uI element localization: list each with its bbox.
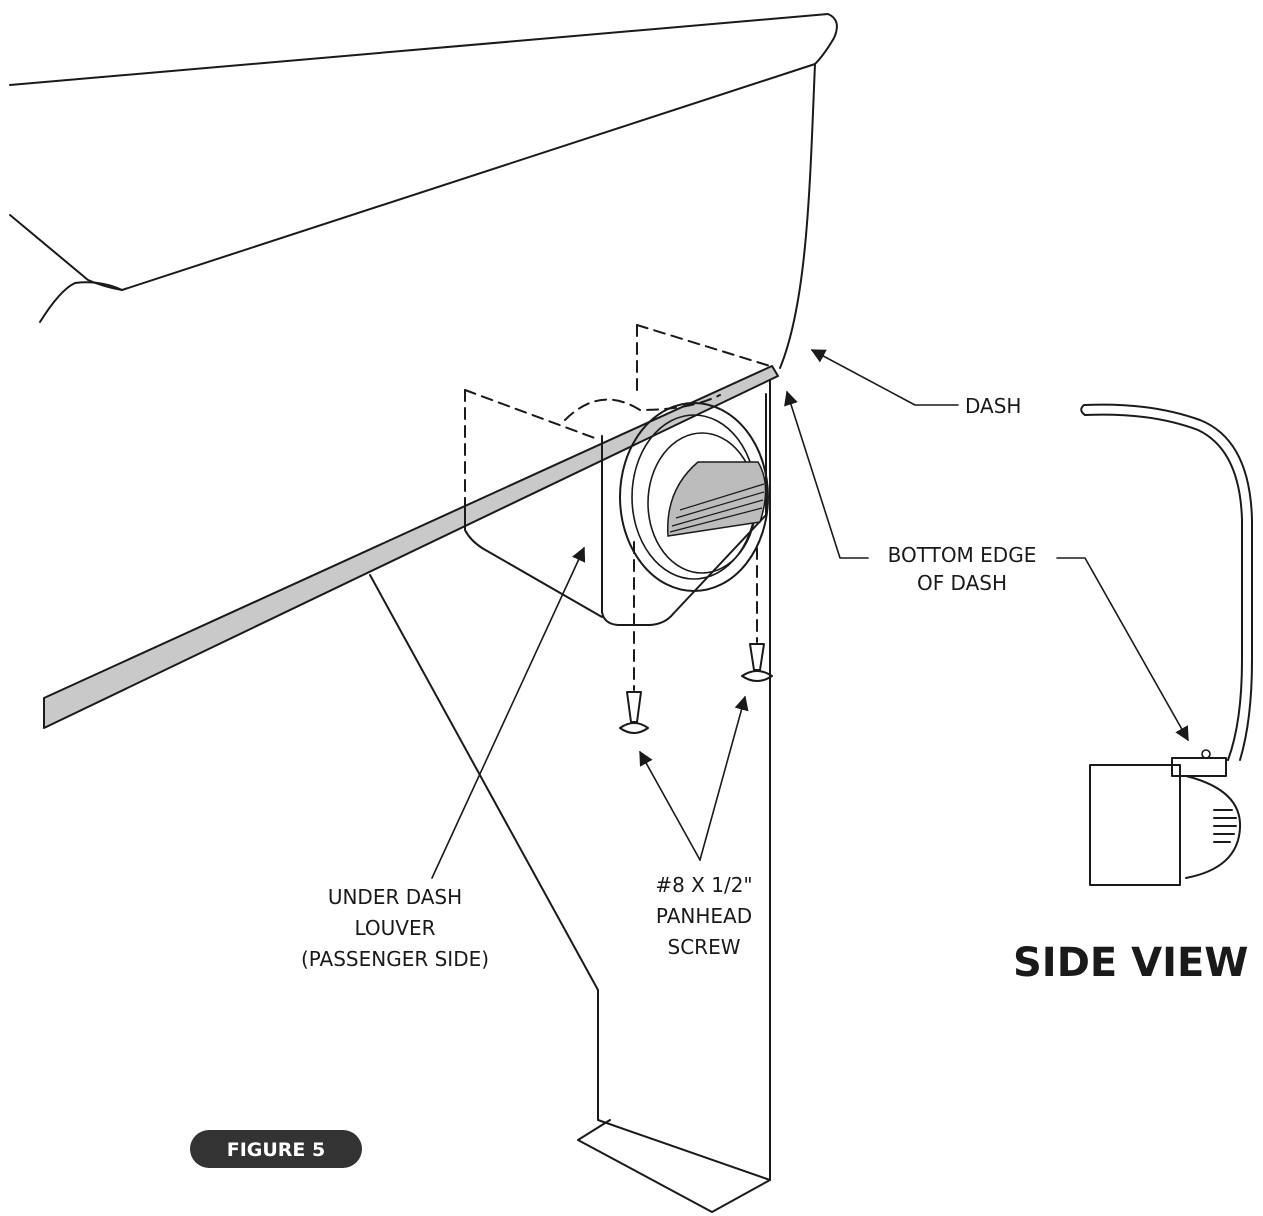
label-screw-line3: SCREW [668, 935, 741, 959]
leader-lines [431, 349, 1189, 879]
label-bottom-edge-line1: BOTTOM EDGE [888, 543, 1037, 567]
label-screw-line1: #8 X 1/2" [655, 873, 752, 897]
label-dash: DASH [965, 394, 1021, 418]
label-louver-line3: (PASSENGER SIDE) [301, 947, 489, 971]
label-louver-line1: UNDER DASH [328, 885, 462, 909]
kick-panel [369, 379, 771, 1213]
figure-label: FIGURE 5 [227, 1139, 326, 1161]
label-louver-line2: LOUVER [354, 916, 435, 940]
bottom-edge-strip [43, 365, 779, 729]
figure-badge: FIGURE 5 [190, 1130, 362, 1168]
label-screw-line2: PANHEAD [656, 904, 752, 928]
mounting-dashed-outline [464, 324, 771, 501]
screw-left [619, 541, 649, 734]
label-bottom-edge-line2: OF DASH [917, 571, 1007, 595]
side-view-title: SIDE VIEW [1013, 940, 1248, 986]
side-view-illustration [1080, 403, 1253, 886]
round-louver [619, 402, 769, 592]
dash-outline [9, 13, 838, 369]
screw-right [741, 547, 773, 682]
